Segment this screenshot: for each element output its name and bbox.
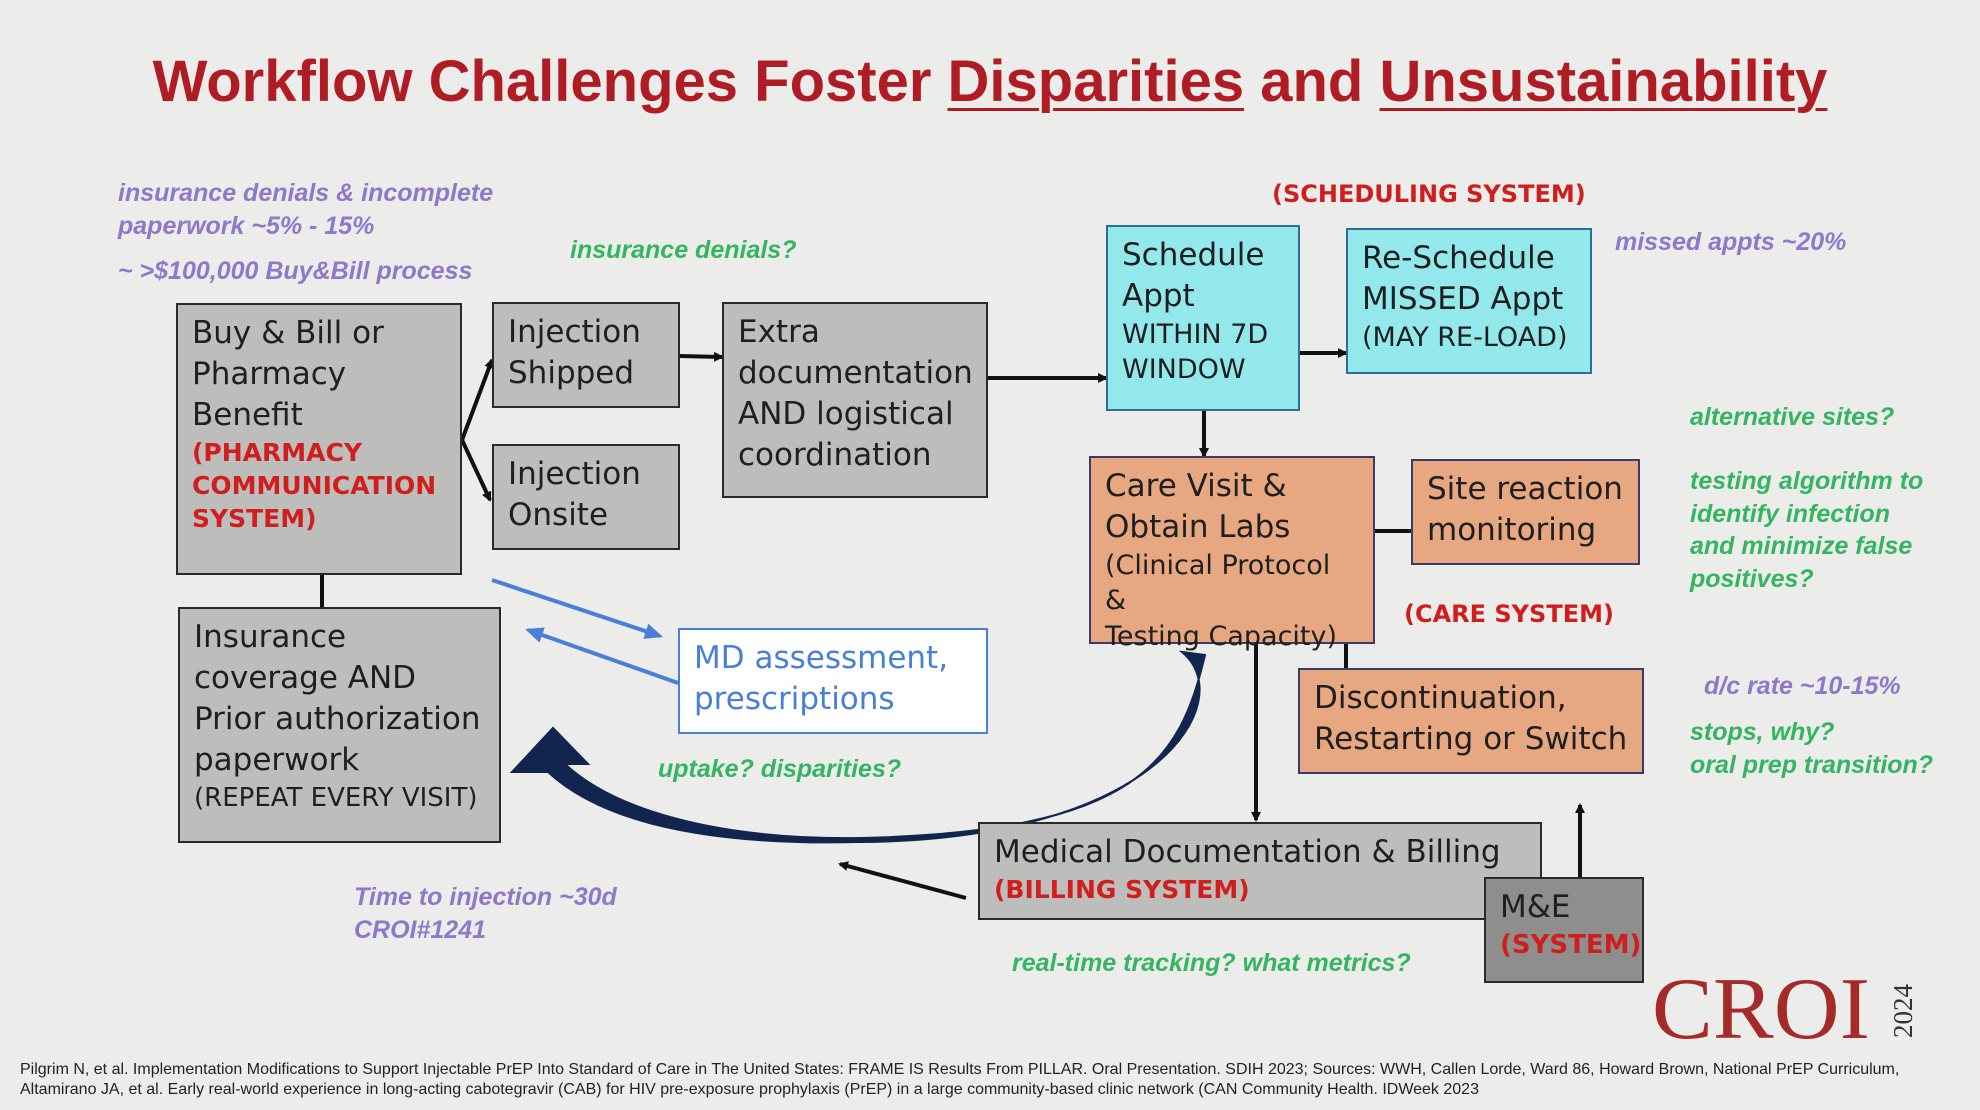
- navy-return-arrow: [509, 650, 1207, 844]
- note-realtime-tracking: real-time tracking? what metrics?: [1012, 949, 1411, 977]
- care-visit-line3: (Clinical Protocol &: [1105, 549, 1331, 617]
- buy-bill-line1: Buy & Bill or: [192, 315, 384, 351]
- insurance-line1: Insurance: [194, 619, 347, 655]
- insurance-line4: paperwork: [194, 741, 360, 778]
- md-assessment-line1: MD assessment,: [694, 640, 949, 676]
- note-testing-algorithm: testing algorithm to identify infection …: [1690, 467, 1924, 593]
- med-doc-line1: Medical Documentation & Billing: [994, 834, 1501, 870]
- blue-arrow-to-md: [491, 578, 663, 639]
- injection-shipped-line1: Injection: [508, 314, 641, 350]
- insurance-box: Insurance coverage AND Prior authorizati…: [178, 607, 501, 843]
- buy-bill-box: Buy & Bill or Pharmacy Benefit (PHARMACY…: [176, 303, 462, 575]
- blue-arrow-from-md: [525, 627, 679, 685]
- citation-line1: Pilgrim N, et al. Implementation Modific…: [20, 1061, 1900, 1078]
- insurance-line3: Prior authorization: [194, 700, 481, 737]
- care-system-label: (CARE SYSTEM): [1404, 600, 1614, 628]
- note-stops-why: stops, why? oral prep transition?: [1690, 718, 1934, 779]
- extra-doc-line2: documentation: [738, 354, 973, 391]
- buy-bill-system2: COMMUNICATION: [192, 470, 437, 500]
- care-visit-box: Care Visit & Obtain Labs (Clinical Proto…: [1089, 456, 1375, 652]
- schedule-line2: Appt: [1122, 277, 1195, 314]
- med-doc-system: (BILLING SYSTEM): [994, 874, 1250, 904]
- title-mid: and: [1244, 49, 1380, 114]
- arrow-to-injection-shipped: [460, 358, 494, 441]
- citation-line2: Altamirano JA, et al. Early real-world e…: [20, 1081, 1479, 1098]
- me-system: (SYSTEM): [1500, 929, 1642, 960]
- buy-bill-system3: SYSTEM): [192, 503, 317, 533]
- care-visit-line4: Testing Capacity): [1105, 621, 1338, 653]
- reschedule-line1: Re-Schedule: [1362, 240, 1555, 276]
- m-and-e-box: M&E (SYSTEM): [1484, 877, 1644, 983]
- reschedule-box: Re-Schedule MISSED Appt (MAY RE-LOAD): [1346, 228, 1592, 374]
- buy-bill-system1: (PHARMACY: [192, 437, 362, 467]
- insurance-line2: coverage AND: [194, 659, 417, 696]
- note-insurance-denials-question: insurance denials?: [570, 236, 797, 264]
- medical-documentation-box: Medical Documentation & Billing (BILLING…: [978, 822, 1542, 920]
- title-word-unsustainability: Unsustainability: [1379, 49, 1828, 114]
- note-missed-appts: missed appts ~20%: [1615, 228, 1847, 256]
- site-reaction-box: Site reaction monitoring: [1411, 459, 1640, 565]
- extra-doc-line1: Extra: [738, 314, 820, 350]
- slide-title: Workflow Challenges Foster Disparities a…: [0, 48, 1980, 115]
- note-alternative-sites: alternative sites?: [1690, 403, 1895, 431]
- injection-onsite-box: Injection Onsite: [492, 444, 680, 550]
- schedule-line1: Schedule: [1122, 237, 1265, 273]
- note-uptake-disparities: uptake? disparities?: [658, 755, 902, 783]
- injection-onsite-line1: Injection: [508, 456, 641, 492]
- extra-documentation-box: Extra documentation AND logistical coord…: [722, 302, 988, 498]
- md-assessment-box: MD assessment, prescriptions: [678, 628, 988, 734]
- citation-footnote: Pilgrim N, et al. Implementation Modific…: [20, 1060, 1970, 1100]
- schedule-appt-box: Schedule Appt WITHIN 7D WINDOW: [1106, 225, 1300, 411]
- schedule-line4: WINDOW: [1122, 354, 1246, 386]
- site-reaction-line2: monitoring: [1427, 511, 1597, 548]
- note-insurance-denials-pct: insurance denials & incomplete paperwork…: [118, 179, 494, 240]
- arrow-to-injection-onsite: [460, 439, 492, 502]
- me-line1: M&E: [1500, 889, 1571, 925]
- extra-doc-line3: AND logistical: [738, 395, 954, 432]
- arrow-shipped-to-extra-doc: [679, 351, 724, 362]
- buy-bill-line3: Benefit: [192, 396, 303, 433]
- extra-doc-line4: coordination: [738, 436, 932, 473]
- discontinuation-box: Discontinuation, Restarting or Switch: [1298, 668, 1644, 774]
- injection-shipped-box: Injection Shipped: [492, 302, 680, 408]
- reschedule-line3: (MAY RE-LOAD): [1362, 321, 1568, 353]
- insurance-line5: (REPEAT EVERY VISIT): [194, 782, 478, 813]
- injection-shipped-line2: Shipped: [508, 354, 635, 391]
- note-dc-rate: d/c rate ~10-15%: [1704, 672, 1901, 700]
- reschedule-line2: MISSED Appt: [1362, 280, 1564, 317]
- croi-2024-logo: CROI 2024: [1652, 961, 1918, 1050]
- schedule-line3: WITHIN 7D: [1122, 318, 1269, 350]
- md-assessment-line2: prescriptions: [694, 680, 895, 717]
- note-time-to-injection: Time to injection ~30d CROI#1241: [354, 883, 617, 944]
- injection-onsite-line2: Onsite: [508, 496, 609, 533]
- care-visit-line1: Care Visit &: [1105, 468, 1287, 504]
- discontinuation-line1: Discontinuation,: [1314, 680, 1567, 716]
- title-prefix: Workflow Challenges Foster: [152, 49, 948, 114]
- site-reaction-line1: Site reaction: [1427, 471, 1623, 507]
- care-visit-line2: Obtain Labs: [1105, 508, 1291, 545]
- scheduling-system-label: (SCHEDULING SYSTEM): [1272, 180, 1586, 208]
- title-word-disparities: Disparities: [947, 49, 1245, 114]
- croi-logo-year: 2024: [1888, 984, 1918, 1039]
- arrow-med-doc-back: [838, 861, 967, 900]
- croi-logo-text: CROI: [1652, 961, 1870, 1050]
- note-buy-bill-cost: ~ >$100,000 Buy&Bill process: [118, 257, 473, 285]
- buy-bill-line2: Pharmacy: [192, 355, 347, 392]
- discontinuation-line2: Restarting or Switch: [1314, 720, 1628, 757]
